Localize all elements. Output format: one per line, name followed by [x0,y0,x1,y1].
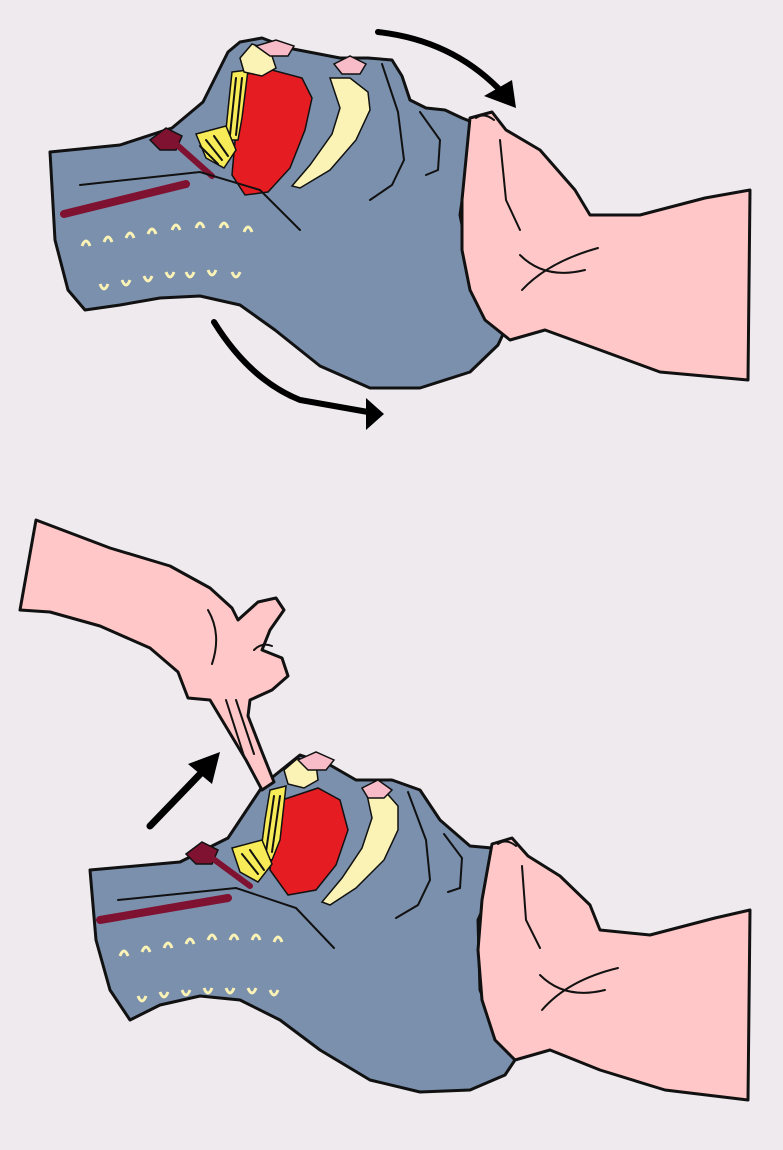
panel-finger-sweep [20,520,750,1100]
hand-on-forehead-2 [478,838,750,1100]
finger-withdraw-arrow [150,752,220,826]
hand-finger-sweep [20,520,288,790]
hand-on-forehead [462,112,750,380]
panel-head-tilt [50,32,750,430]
